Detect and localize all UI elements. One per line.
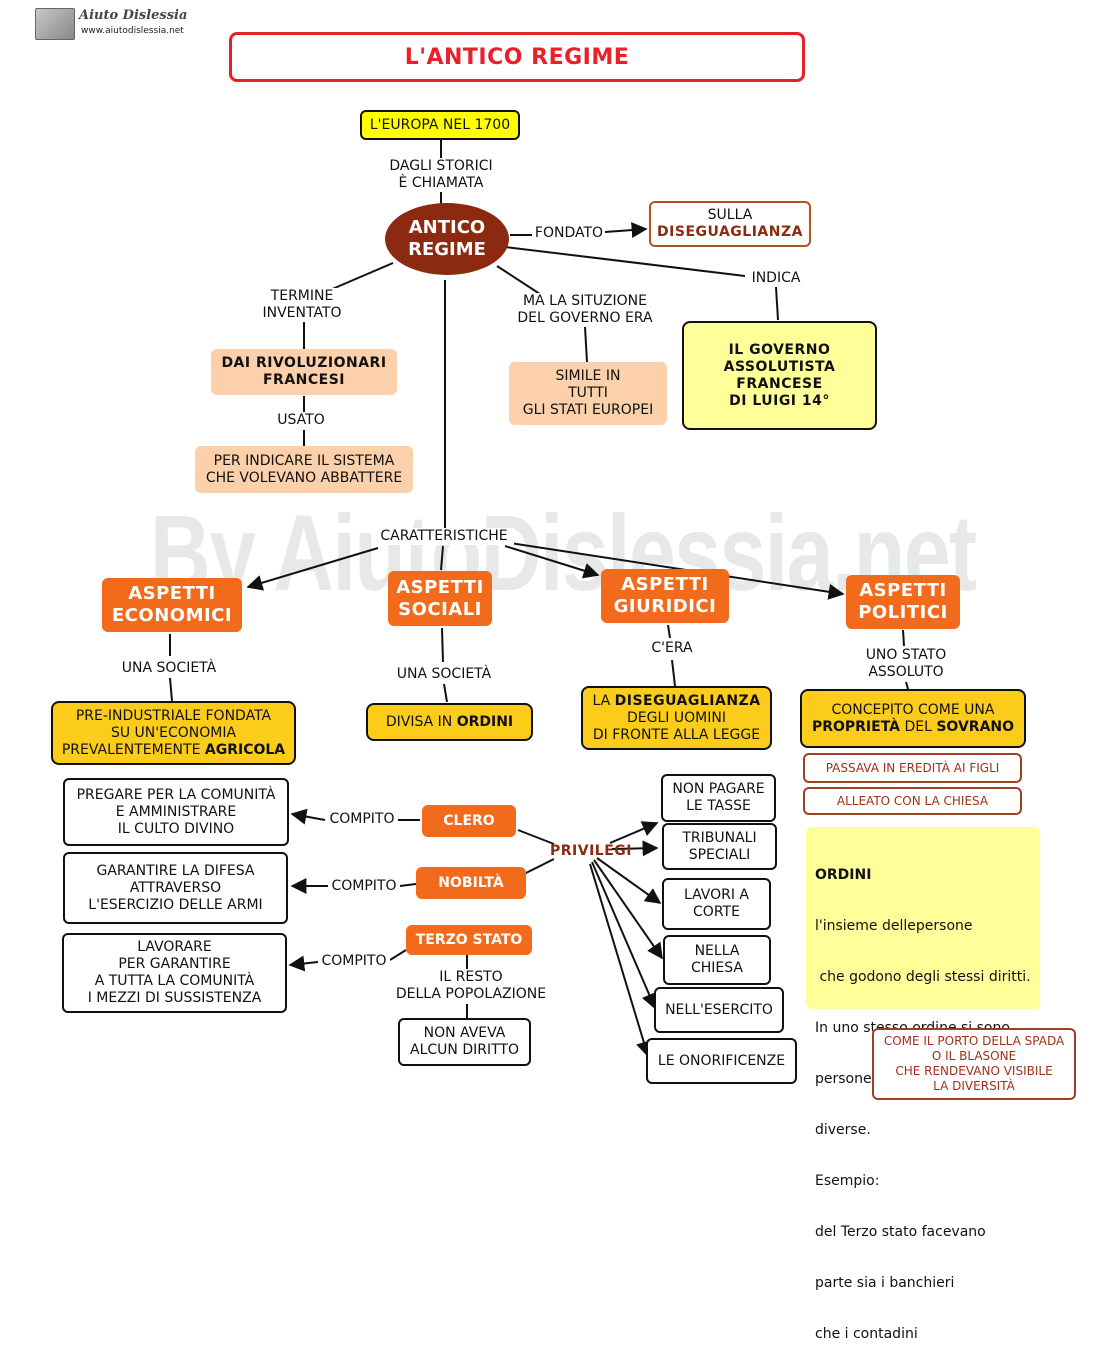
divisa-ordini-box: DIVISA IN ORDINI [366, 703, 533, 741]
clero-box: CLERO [422, 805, 516, 837]
logo-url: www.aiutodislessia.net [81, 26, 184, 36]
page-title: L'ANTICO REGIME [229, 32, 805, 82]
nobilta-box: NOBILTÀ [416, 867, 526, 899]
label-cera: C'ERA [645, 640, 699, 657]
ordini-note: ORDINI l'insieme dellepersone che godono… [806, 827, 1040, 1342]
privilegio-esercito: NELL'ESERCITO [654, 987, 784, 1033]
logo: Aiuto Dislessia www.aiutodislessia.net [35, 6, 195, 42]
terzo-stato-box: TERZO STATO [406, 925, 532, 955]
label-privilegi: PRIVILEGI [550, 843, 632, 859]
logo-book-icon [35, 8, 75, 40]
connector-lines [169, 140, 909, 1058]
alleato-box: ALLEATO CON LA CHIESA [803, 787, 1022, 815]
label-una-societa-sociali: UNA SOCIETÀ [389, 666, 499, 683]
label-compito-clero: COMPITO [326, 811, 398, 828]
label-fondato: FONDATO [533, 225, 605, 242]
label-indica: INDICA [745, 270, 807, 287]
europa-box: L'EUROPA NEL 1700 [360, 110, 520, 140]
label-una-societa-economici: UNA SOCIETÀ [114, 660, 224, 677]
label-compito-nobilta: COMPITO [328, 878, 400, 895]
ordini-note-title: ORDINI [815, 867, 872, 883]
passava-box: PASSAVA IN EREDITÀ AI FIGLI [803, 753, 1022, 783]
privilegio-onorificenze: LE ONORIFICENZE [646, 1038, 797, 1084]
label-compito-terzo: COMPITO [318, 953, 390, 970]
label-caratteristiche: CARATTERISTICHE [374, 528, 514, 545]
label-usato: USATO [270, 412, 332, 429]
logo-name: Aiuto Dislessia [79, 8, 188, 23]
